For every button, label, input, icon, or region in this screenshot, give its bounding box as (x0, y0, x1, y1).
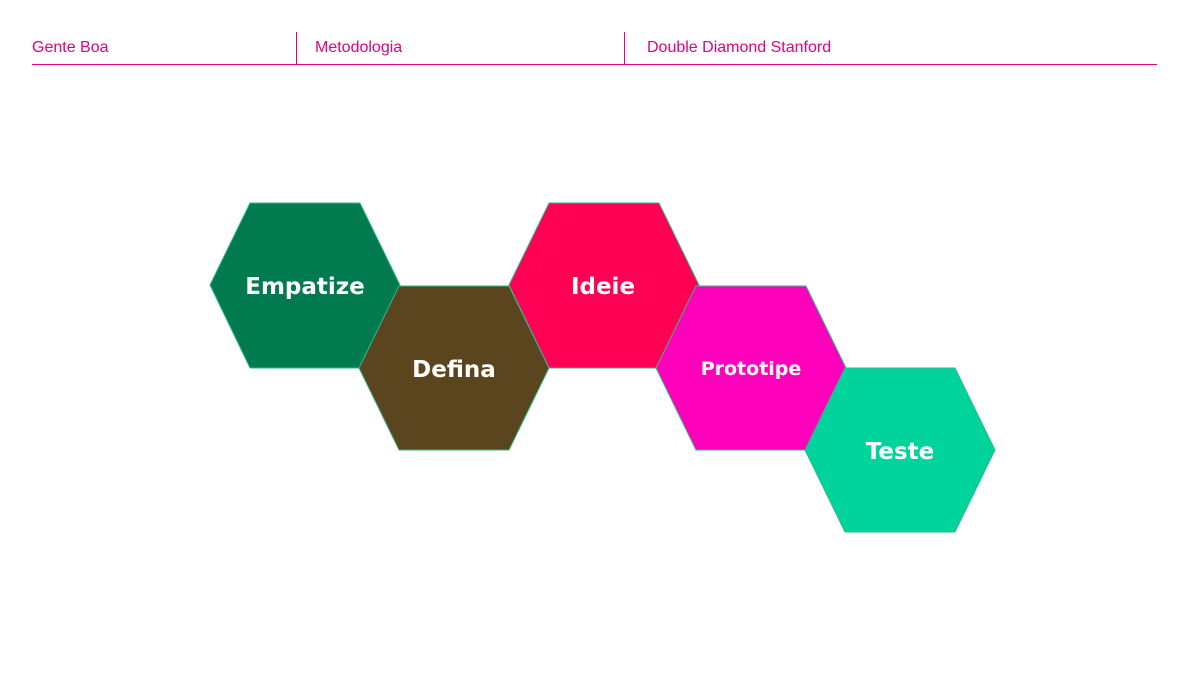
hexagon-shape (508, 202, 700, 369)
step-label: Ideie (571, 274, 635, 300)
step-label: Defina (412, 357, 496, 383)
hex-step-prototipe: Prototipe (655, 285, 847, 451)
hex-step-empatize: Empatize (209, 202, 401, 369)
hex-step-defina: Defina (358, 285, 550, 451)
step-label: Empatize (245, 274, 365, 300)
hex-step-teste: Teste (804, 367, 996, 533)
hexagon-shape (209, 202, 401, 369)
section-label: Metodologia (315, 39, 403, 56)
header-divider (296, 32, 297, 64)
step-label: Prototipe (701, 358, 802, 380)
header-divider (624, 32, 625, 64)
topic-label: Double Diamond Stanford (647, 39, 832, 56)
header-bar: Gente Boa Metodologia Double Diamond Sta… (32, 32, 1157, 65)
brand-label: Gente Boa (32, 39, 109, 56)
hex-step-ideie: Ideie (508, 202, 700, 369)
step-label: Teste (866, 439, 935, 465)
hexagon-shape (804, 367, 996, 533)
